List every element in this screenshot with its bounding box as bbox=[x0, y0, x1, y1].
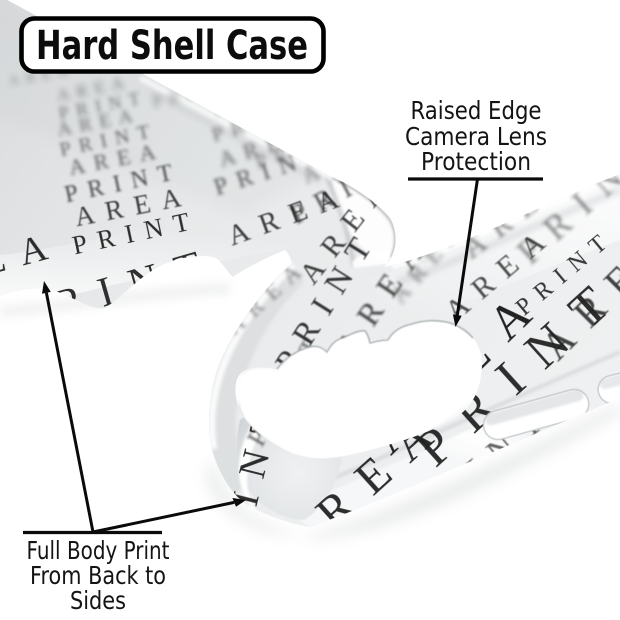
full-body-arrowhead-2 bbox=[232, 498, 246, 507]
full-body-annotation-line3: Sides bbox=[70, 586, 126, 615]
annotation-layer: Hard Shell Case Raised Edge Camera Lens … bbox=[19, 16, 547, 615]
full-body-annotation-line2: From Back to bbox=[30, 561, 166, 590]
full-body-arrowhead-1 bbox=[42, 281, 51, 294]
camera-annotation-line2: Camera Lens bbox=[405, 122, 547, 151]
full-body-leader-line-1 bbox=[44, 292, 95, 533]
camera-leader-arrowhead bbox=[452, 314, 462, 327]
full-body-annotation: Full Body Print From Back to Sides bbox=[23, 281, 246, 615]
camera-leader-line bbox=[455, 178, 479, 316]
title-box: Hard Shell Case bbox=[19, 16, 326, 74]
camera-annotation-line3: Protection bbox=[421, 147, 531, 176]
title-box-frame bbox=[19, 16, 326, 74]
page-title: Hard Shell Case bbox=[36, 23, 308, 69]
full-body-annotation-line1: Full Body Print bbox=[27, 536, 170, 565]
full-body-leader-line-2 bbox=[92, 500, 235, 534]
camera-annotation: Raised Edge Camera Lens Protection bbox=[405, 96, 547, 327]
side-button-slot-2 bbox=[597, 354, 620, 405]
camera-annotation-line1: Raised Edge bbox=[411, 96, 542, 125]
side-button-slot bbox=[482, 388, 590, 441]
